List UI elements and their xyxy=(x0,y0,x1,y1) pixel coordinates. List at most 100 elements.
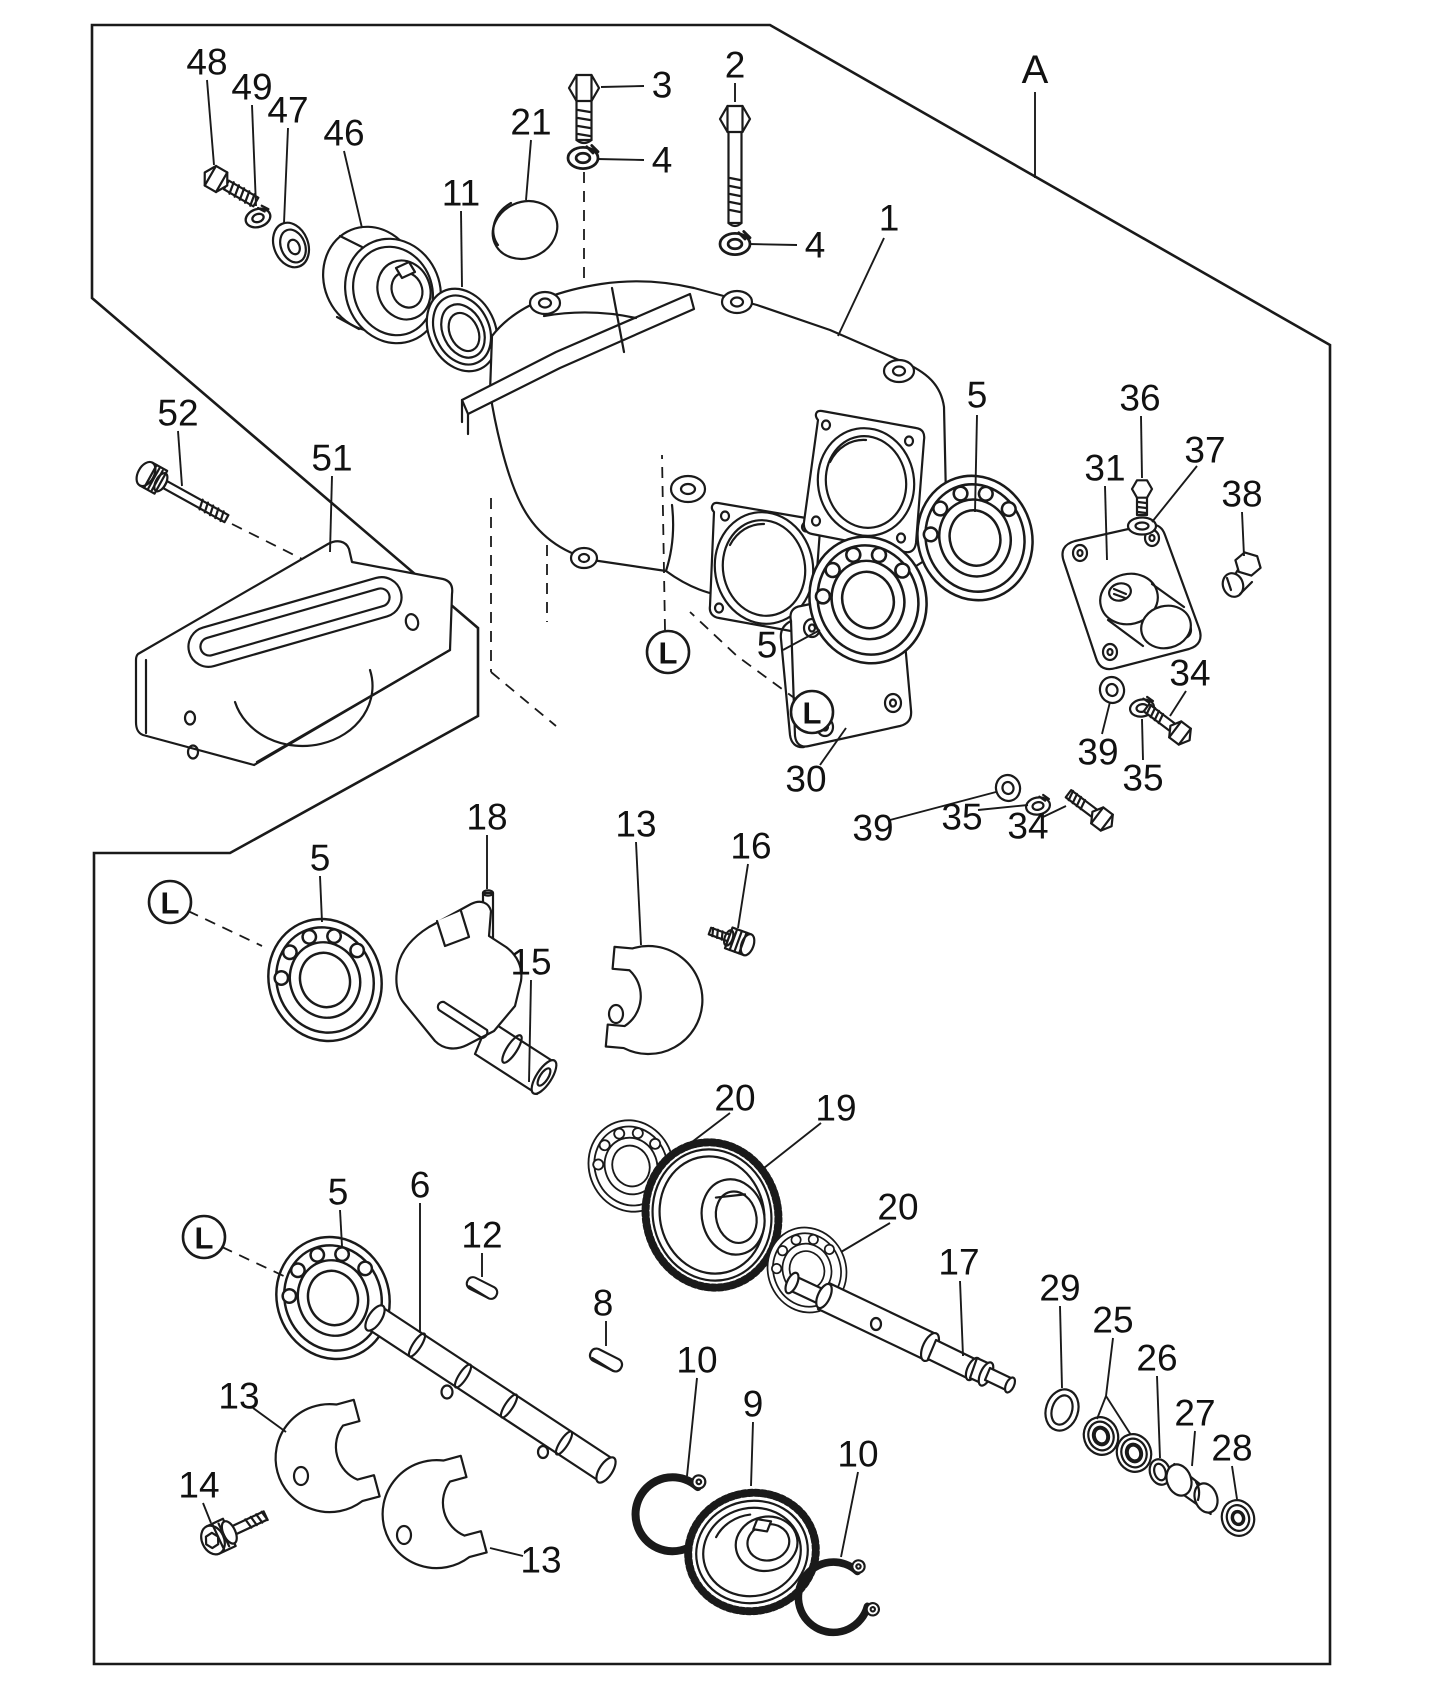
lube-mark-letter: L xyxy=(803,696,822,731)
callout-leader-13 xyxy=(252,1407,287,1433)
callout-leader-4 xyxy=(748,243,798,246)
callout-leader-3 xyxy=(600,85,645,88)
gear-19 xyxy=(641,1138,783,1292)
callout-leader-14 xyxy=(202,1502,212,1524)
callout-13: 13 xyxy=(615,804,656,845)
callout-13: 13 xyxy=(520,1540,561,1581)
eccentric-shaft-15 xyxy=(395,900,558,1096)
diagram-border xyxy=(90,23,1332,1666)
callout-leader-52 xyxy=(177,430,183,487)
leader-lines xyxy=(177,79,1245,1558)
ball-bearing-5 xyxy=(258,1219,408,1377)
bearing-cover-31 xyxy=(1061,523,1202,671)
callout-leader-46 xyxy=(343,150,363,229)
lube-mark-letter: L xyxy=(195,1221,214,1256)
key-8 xyxy=(586,1345,626,1375)
callout-5: 5 xyxy=(310,838,331,879)
callout-12: 12 xyxy=(461,1215,502,1256)
washer-39 xyxy=(1095,673,1129,707)
callout-leader-4 xyxy=(596,158,645,161)
callout-leader-34 xyxy=(1169,690,1187,717)
callout-leader-16 xyxy=(737,863,749,929)
callout-21: 21 xyxy=(510,102,551,143)
callout-10: 10 xyxy=(676,1340,717,1381)
callout-leader-49 xyxy=(251,104,257,207)
callout-leader-27 xyxy=(1191,1430,1196,1467)
callout-leader-9 xyxy=(750,1421,754,1487)
plug-38 xyxy=(1221,551,1262,598)
callout-leader-39 xyxy=(1101,701,1111,735)
lock-washer-4b xyxy=(718,230,752,256)
callout-51: 51 xyxy=(311,438,352,479)
callout-49: 49 xyxy=(231,67,272,108)
callout-leader-30 xyxy=(819,727,847,766)
callout-47: 47 xyxy=(267,90,308,131)
callout-26: 26 xyxy=(1136,1338,1177,1379)
callout-leader-48 xyxy=(206,79,215,166)
callout-20: 20 xyxy=(714,1078,755,1119)
callout-leader-28 xyxy=(1231,1465,1238,1500)
callout-39: 39 xyxy=(852,808,893,849)
callout-leader-13 xyxy=(489,1547,524,1557)
callout-leader-31 xyxy=(1104,485,1108,561)
thumb-screw-16 xyxy=(707,926,756,957)
lube-mark-circle xyxy=(789,689,835,735)
callout-leader-21 xyxy=(525,139,532,201)
callout-16: 16 xyxy=(730,826,771,867)
hex-bolt-34 xyxy=(1139,698,1197,750)
bearing-28 xyxy=(1220,1499,1256,1537)
callout-5: 5 xyxy=(967,375,988,416)
o-ring-26 xyxy=(1148,1458,1172,1486)
callout-leader-25 xyxy=(1096,1337,1114,1420)
cap-21 xyxy=(491,200,559,260)
callout-15: 15 xyxy=(510,942,551,983)
callout-20: 20 xyxy=(877,1187,918,1228)
washer-39 xyxy=(991,771,1025,805)
callout-leader-26 xyxy=(1156,1375,1161,1459)
view-label-A: A xyxy=(1022,48,1049,92)
callout-25: 25 xyxy=(1092,1300,1133,1341)
callout-3: 3 xyxy=(652,65,673,106)
gear-9 xyxy=(684,1488,820,1616)
callout-leader-15 xyxy=(528,979,532,1083)
lube-mark-leader xyxy=(689,611,798,701)
callout-13: 13 xyxy=(218,1376,259,1417)
gear-housing-1 xyxy=(460,280,948,635)
lube-mark-circle xyxy=(147,879,193,925)
seal-ring-11 xyxy=(425,287,499,373)
seal-bearing-25 xyxy=(1115,1433,1153,1473)
callout-1: 1 xyxy=(879,198,900,239)
callout-4: 4 xyxy=(805,225,826,266)
callout-36: 36 xyxy=(1119,378,1160,419)
half-clamp-13 xyxy=(262,1394,382,1526)
callout-28: 28 xyxy=(1211,1428,1252,1469)
half-clamp-13 xyxy=(604,941,708,1060)
callout-leader-36 xyxy=(1140,415,1143,479)
callout-5: 5 xyxy=(328,1172,349,1213)
callout-leader-34 xyxy=(1042,805,1067,818)
callout-35: 35 xyxy=(1122,758,1163,799)
callout-34: 34 xyxy=(1169,653,1210,694)
callout-4: 4 xyxy=(652,140,673,181)
callout-leader-38 xyxy=(1241,511,1245,557)
callout-39: 39 xyxy=(1077,732,1118,773)
seal-bearing-25 xyxy=(1082,1416,1120,1456)
camshaft-6 xyxy=(364,1304,617,1484)
callout-leader-10 xyxy=(686,1377,698,1477)
callout-leader-19 xyxy=(763,1122,822,1169)
callout-52: 52 xyxy=(157,393,198,434)
o-ring-29 xyxy=(1044,1388,1080,1432)
callout-37: 37 xyxy=(1184,430,1225,471)
callout-2: 2 xyxy=(725,45,746,86)
callout-leader-37 xyxy=(1151,465,1198,523)
hex-bolt-36 xyxy=(1130,479,1154,517)
clamp-hole xyxy=(607,1003,625,1025)
callout-leader-25 xyxy=(1105,1395,1132,1436)
callout-8: 8 xyxy=(593,1283,614,1324)
clamp-hole xyxy=(292,1465,310,1487)
callout-leader-5 xyxy=(974,414,978,513)
callout-5: 5 xyxy=(757,625,778,666)
callout-leader-5 xyxy=(319,875,323,923)
